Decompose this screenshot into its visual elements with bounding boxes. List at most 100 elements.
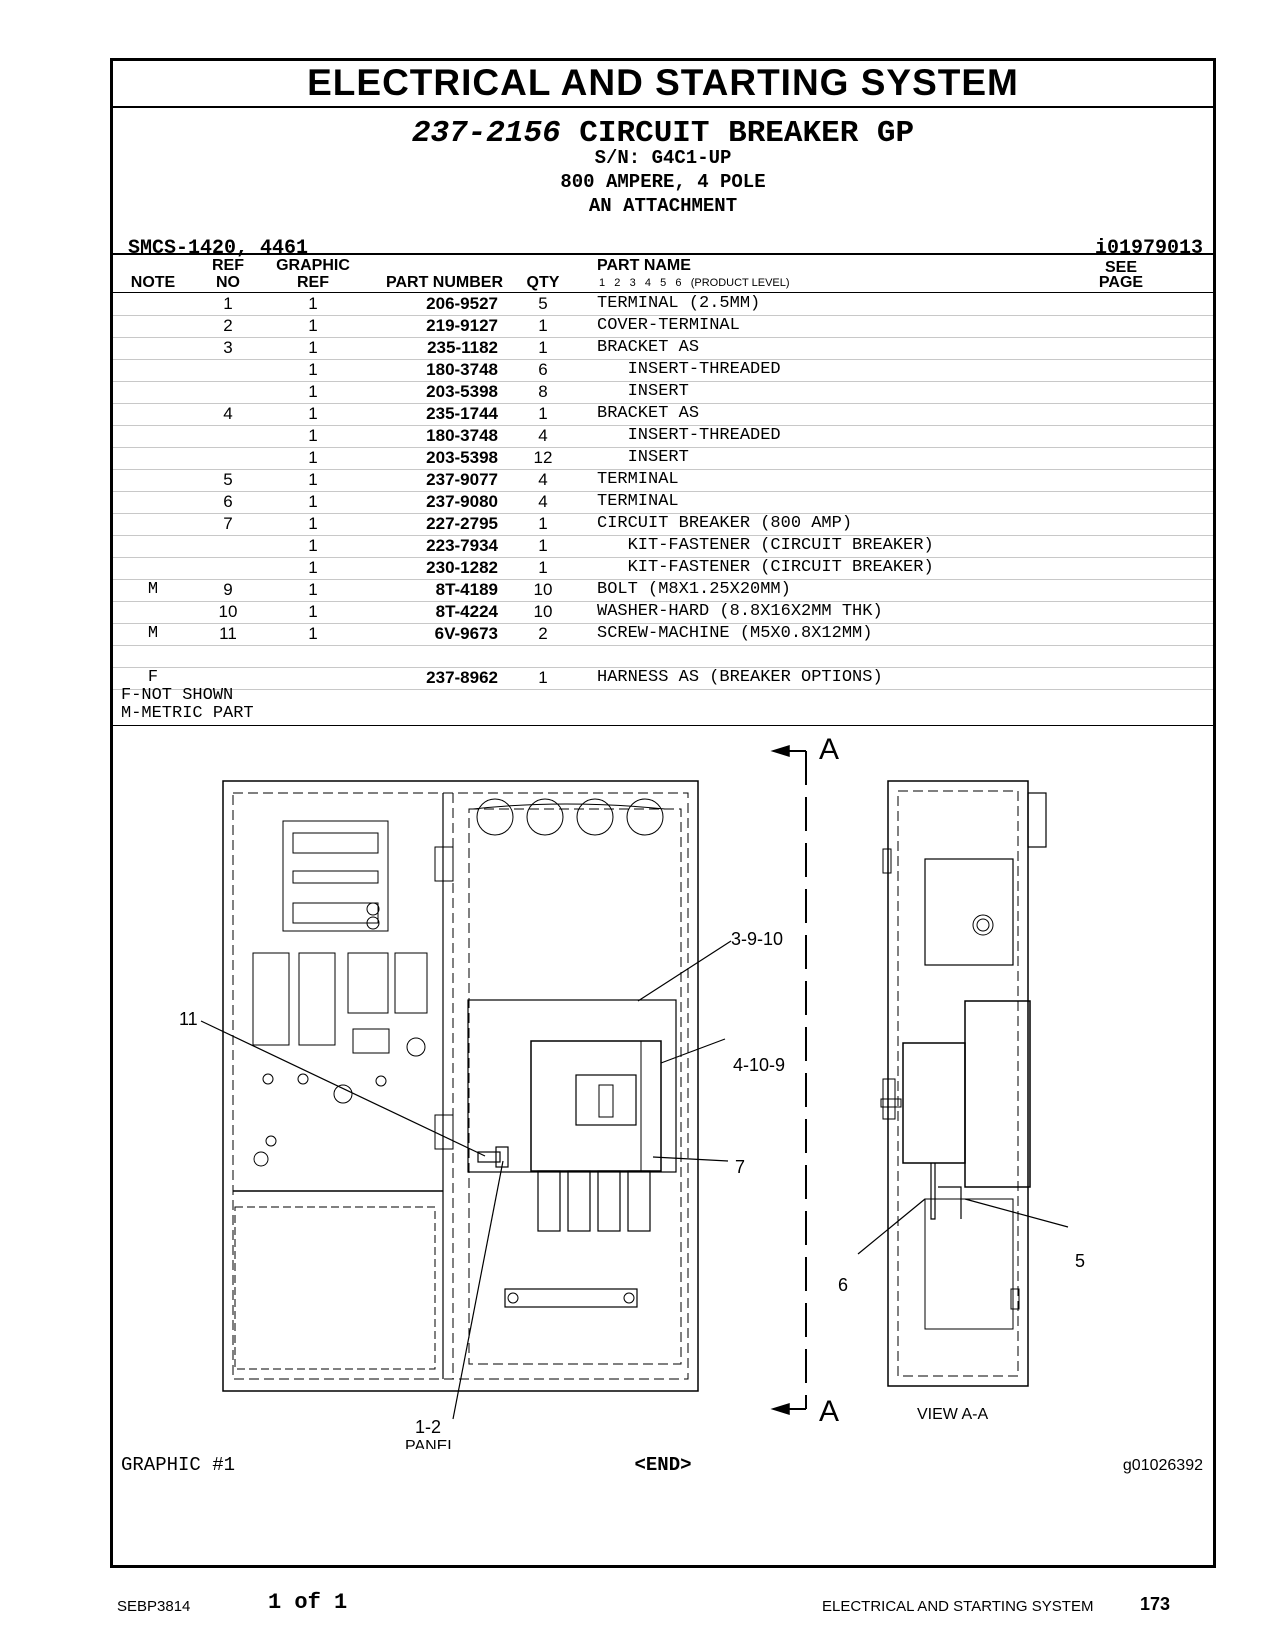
- col-see-bottom: PAGE: [1098, 274, 1144, 291]
- enclosure-outline: [222, 780, 699, 1392]
- side-view-outline: [887, 780, 1029, 1387]
- cell-name: INSERT: [597, 448, 689, 467]
- cell-part: 237-9080: [426, 492, 498, 511]
- cell-name: SCREW-MACHINE (M5X0.8X12MM): [597, 624, 873, 643]
- cell-name: HARNESS AS (BREAKER OPTIONS): [597, 668, 883, 687]
- cell-note: M: [147, 580, 159, 599]
- end-marker: <END>: [634, 1454, 692, 1476]
- cell-ref: 7: [223, 514, 233, 533]
- cell-name: TERMINAL: [597, 492, 679, 511]
- footer-doc-number: SEBP3814: [117, 1598, 191, 1615]
- terminal-bar: [504, 1288, 638, 1308]
- cell-graphic: 1: [308, 602, 318, 621]
- section-title: ELECTRICAL AND STARTING SYSTEM: [113, 61, 1213, 108]
- note-metric: M-METRIC PART: [121, 704, 254, 723]
- cell-qty: 5: [538, 294, 548, 313]
- cell-graphic: 1: [308, 448, 318, 467]
- cell-part: 203-5398: [426, 382, 498, 401]
- col-note: NOTE: [130, 274, 176, 291]
- group-number: 237-2156: [411, 116, 561, 151]
- cell-part: 6V-9673: [434, 624, 498, 643]
- cell-qty: 10: [533, 602, 553, 621]
- cell-graphic: 1: [308, 382, 318, 401]
- col-see-top: SEE: [1104, 259, 1137, 276]
- cell-graphic: 1: [308, 580, 318, 599]
- cell-ref: 11: [219, 624, 237, 643]
- header-rule-top: [113, 253, 1213, 255]
- col-graphic-top: GRAPHIC: [276, 257, 350, 274]
- attachment-line: AN ATTACHMENT: [588, 195, 738, 217]
- cell-part: 206-9527: [426, 294, 498, 313]
- col-graphic-bottom: REF: [297, 274, 329, 291]
- cell-qty: 4: [538, 492, 548, 511]
- cell-ref: 1: [223, 294, 233, 313]
- cell-name: BOLT (M8X1.25X20MM): [597, 580, 791, 599]
- callout-7: 7: [735, 1157, 745, 1177]
- col-part-name: PART NAME: [597, 257, 691, 274]
- cell-name: BRACKET AS: [597, 404, 700, 423]
- col-part-number: PART NUMBER: [385, 274, 503, 291]
- cell-ref: 5: [223, 470, 233, 489]
- cell-qty: 1: [538, 338, 548, 357]
- view-label: VIEW A-A: [917, 1406, 988, 1423]
- cell-name: INSERT: [597, 382, 689, 401]
- cell-note: M: [147, 624, 159, 643]
- callout-6: 6: [838, 1275, 848, 1295]
- cell-name: CIRCUIT BREAKER (800 AMP): [597, 514, 853, 533]
- cell-part: 8T-4189: [435, 580, 498, 599]
- col-ref-bottom: NO: [216, 274, 240, 291]
- cell-name: WASHER-HARD (8.8X16X2MM THK): [597, 602, 883, 621]
- cell-name: KIT-FASTENER (CIRCUIT BREAKER): [597, 536, 934, 555]
- cell-part: 237-9077: [426, 470, 498, 489]
- cell-graphic: 1: [308, 404, 318, 423]
- cell-name: BRACKET AS: [597, 338, 700, 357]
- cell-name: TERMINAL: [597, 470, 679, 489]
- view-marker-bottom: A: [819, 1395, 839, 1428]
- cell-qty: 12: [533, 448, 553, 467]
- callout-5: 5: [1075, 1251, 1085, 1271]
- cell-graphic: 1: [308, 294, 318, 313]
- cell-qty: 10: [533, 580, 553, 599]
- cell-part: 227-2795: [426, 514, 498, 533]
- cell-ref: 4: [223, 404, 233, 423]
- cell-part: 8T-4224: [435, 602, 498, 621]
- cell-part: 203-5398: [426, 448, 498, 467]
- exploded-view-drawing: A A 3-9-10 4-10-9 11 7 5 6 1-2 PANEL VIE…: [179, 733, 1085, 1449]
- callout-1-2: 1-2: [415, 1417, 441, 1437]
- col-product-level: 1 2 3 4 5 6 (PRODUCT LEVEL): [599, 277, 790, 289]
- cell-ref: 9: [223, 580, 233, 599]
- cell-graphic: 1: [308, 536, 318, 555]
- notes-rule: [113, 725, 1213, 726]
- spec-line: 800 AMPERE, 4 POLE: [560, 171, 766, 193]
- table-row: M 9 1 8T-4189 10 BOLT (M8X1.25X20MM): [113, 579, 1213, 602]
- footer-page-of: 1 of 1: [268, 1590, 348, 1615]
- cell-name: INSERT-THREADED: [597, 426, 781, 445]
- cell-graphic: 1: [308, 426, 318, 445]
- cell-qty: 1: [538, 316, 548, 335]
- cell-part: 219-9127: [426, 316, 498, 335]
- cell-qty: 6: [538, 360, 548, 379]
- cell-qty: 1: [538, 536, 548, 555]
- cell-part: 180-3748: [426, 360, 498, 379]
- table-row: 1 203-5398 12 INSERT: [113, 447, 1213, 470]
- cell-part: 235-1182: [427, 338, 498, 357]
- cell-qty: 2: [538, 624, 548, 643]
- cell-graphic: 1: [308, 558, 318, 577]
- cell-qty: 4: [538, 470, 548, 489]
- cell-qty: 4: [538, 426, 548, 445]
- cell-qty: 1: [538, 668, 548, 687]
- col-ref-top: REF: [212, 257, 244, 274]
- callout-panel: PANEL: [405, 1438, 456, 1449]
- note-not-shown: F-NOT SHOWN: [121, 686, 234, 705]
- cell-graphic: 1: [308, 624, 318, 643]
